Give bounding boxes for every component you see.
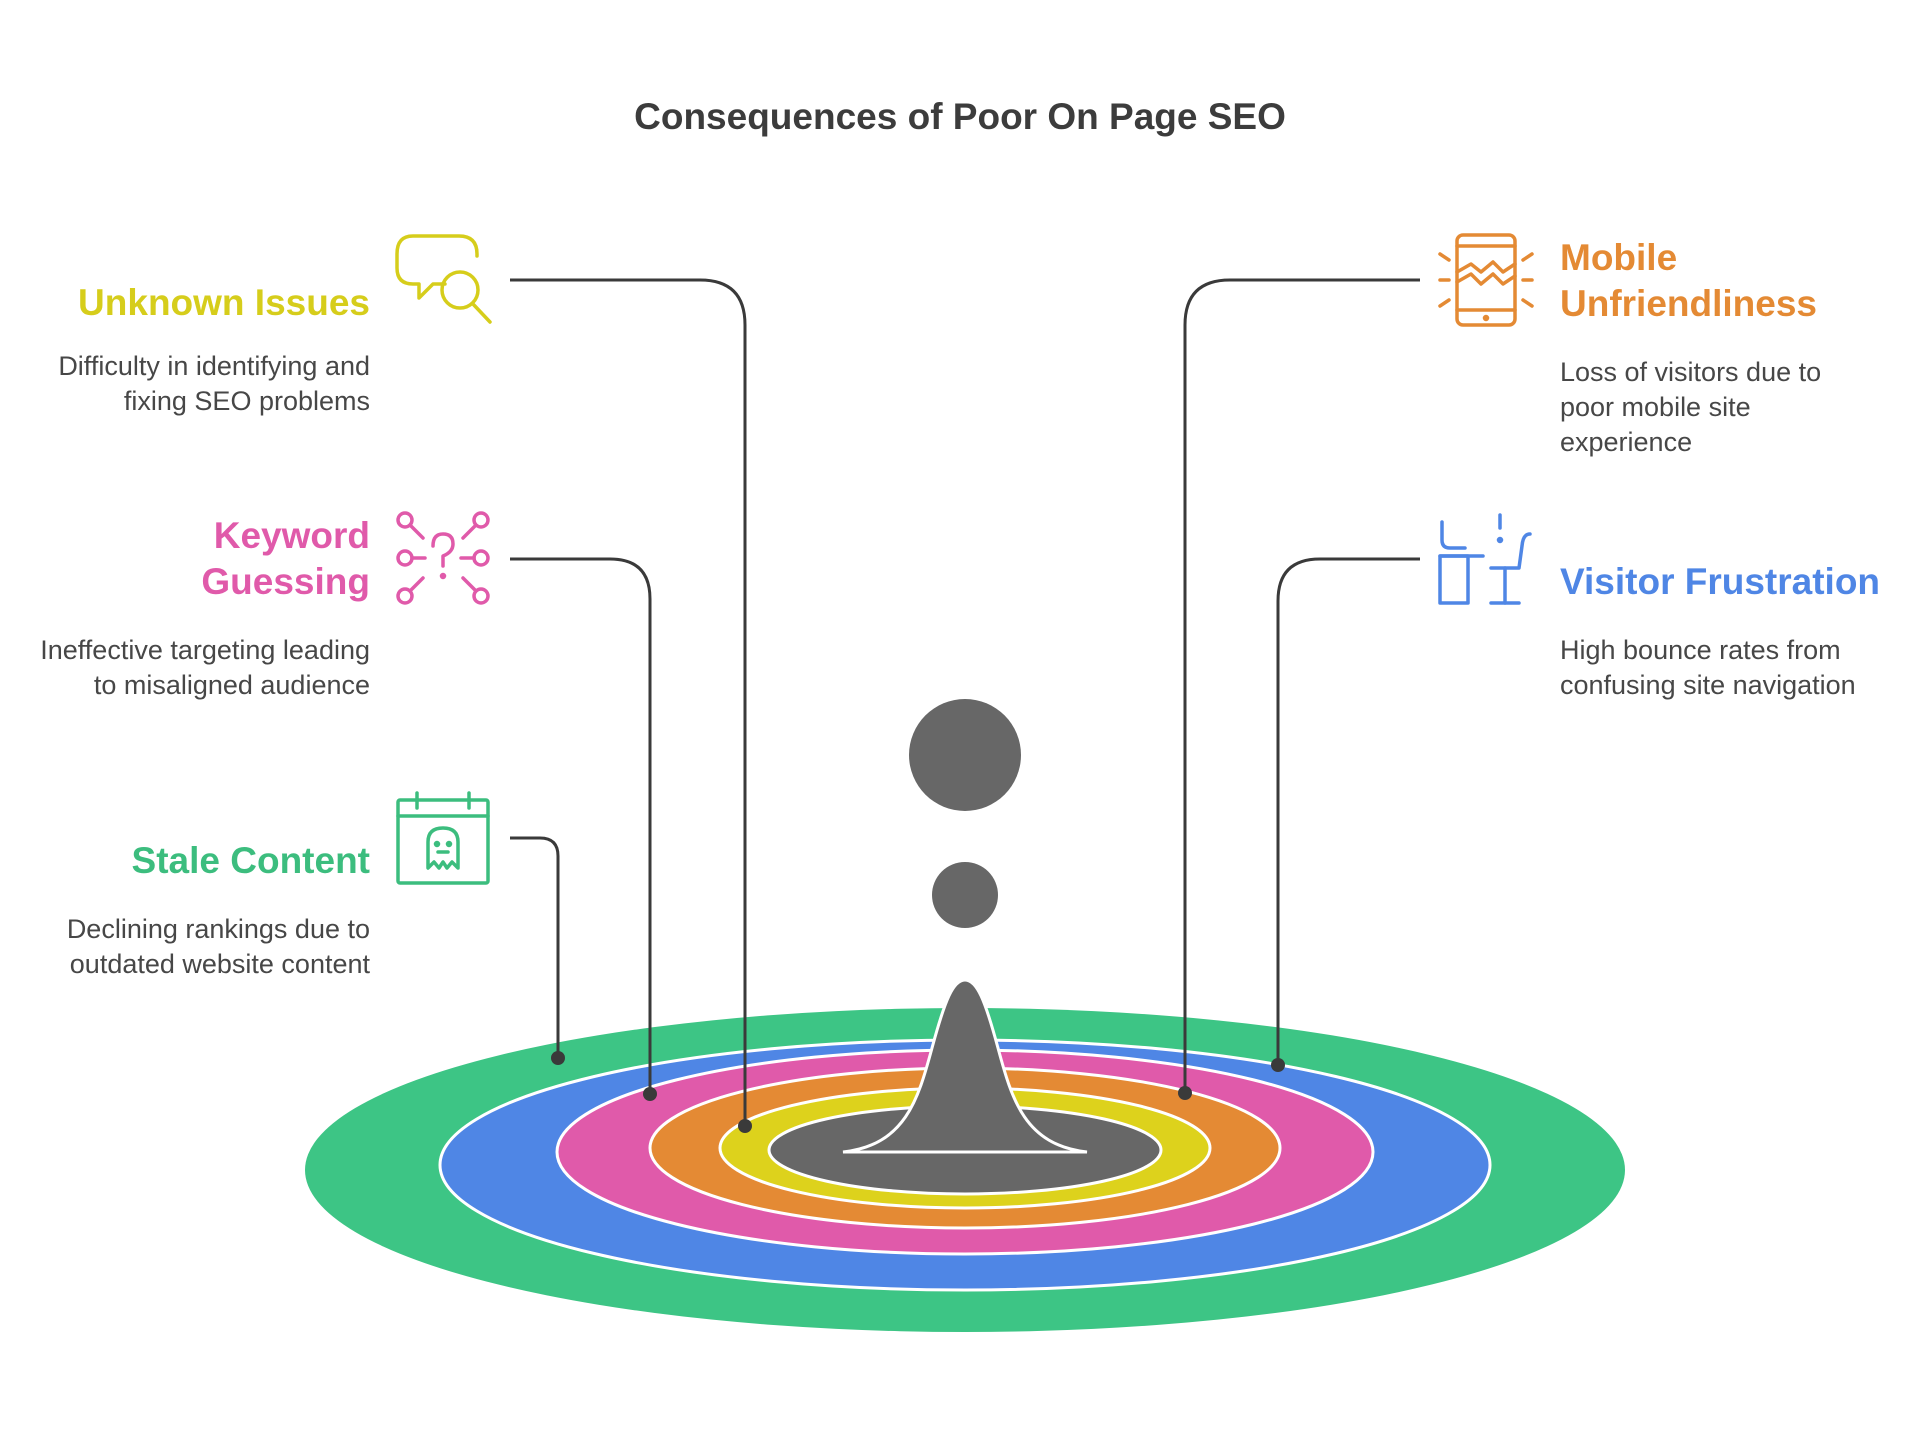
mobile-unfriendliness-desc: Loss of visitors due to poor mobile site… [1560,357,1822,457]
keyword-guessing-desc: Ineffective targeting leading to misalig… [40,635,370,700]
calendar-ghost-icon [396,791,490,885]
connector-dots [551,1051,1285,1133]
dot-mobile [1178,1086,1192,1100]
connectors [510,278,1420,1126]
dot-stale [551,1051,565,1065]
connector-stale [510,836,560,1058]
dot-keyword [643,1087,657,1101]
mobile-unfriendliness-title: Mobile Unfriendliness [1560,237,1817,324]
dot-visitor [1271,1058,1285,1072]
droplet-small [932,862,998,928]
connector-visitor [1276,557,1420,1065]
unknown-issues-desc: Difficulty in identifying and fixing SEO… [58,351,370,416]
unknown-issues-title: Unknown Issues [78,282,370,323]
visitor-frustration-desc: High bounce rates from confusing site na… [1560,635,1856,700]
desk-chair-alert-icon [1438,513,1532,605]
connector-keyword [510,557,652,1094]
search-chat-icon [395,234,492,324]
diagram-title: Consequences of Poor On Page SEO [634,96,1286,137]
keyword-guessing-title: Keyword Guessing [201,515,370,602]
dot-unknown [738,1119,752,1133]
connector-mobile [1183,278,1420,1093]
stale-content-desc: Declining rankings due to outdated websi… [66,914,370,979]
visitor-frustration-title: Visitor Frustration [1560,561,1881,602]
stale-content-title: Stale Content [131,840,370,881]
broken-phone-icon [1438,233,1534,327]
connector-unknown [510,278,747,1126]
splash-peak [842,978,1088,1154]
droplet-large [909,699,1021,811]
question-network-icon [396,511,490,605]
